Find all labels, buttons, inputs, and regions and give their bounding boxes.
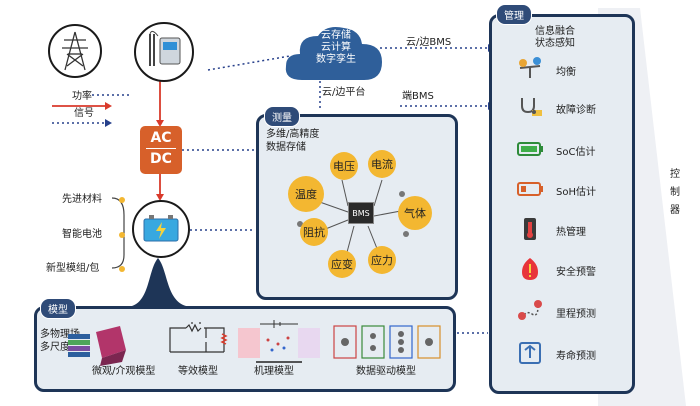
manage-item-label: SoC估计 xyxy=(556,147,596,158)
node-resistance: 阻抗 xyxy=(300,218,328,246)
manage-item-label: 安全预警 xyxy=(556,267,596,278)
legend-power-label: 功率 xyxy=(72,91,92,102)
cloud-line: 数字孪生 xyxy=(316,54,356,65)
material-dot xyxy=(119,266,125,272)
cloud-edge-bms-label: 云/边BMS xyxy=(406,37,452,48)
manage-item-label: 热管理 xyxy=(556,227,586,238)
manage-item-safety: 安全预警 xyxy=(516,256,626,282)
power-tower-circle xyxy=(48,24,102,78)
acdc-bottom-label: DC xyxy=(150,151,172,167)
manage-item-thermal: 热管理 xyxy=(516,216,626,242)
legend-power-line xyxy=(52,102,112,110)
material-smart-battery: 智能电池 xyxy=(62,229,102,240)
node-temperature: 温度 xyxy=(288,176,324,212)
measurement-title-line: 数据存储 xyxy=(266,142,306,153)
node-stress: 应力 xyxy=(368,246,396,274)
cloud-text: 云存储 云计算 数字孪生 xyxy=(308,30,364,66)
measurement-title-line: 多维/高精度 xyxy=(266,129,320,140)
controller-char: 制 xyxy=(670,187,680,198)
measurement-tag: 测量 xyxy=(264,106,300,127)
manage-item-lifespan: 寿命预测 xyxy=(516,340,626,366)
management-header-line: 状态感知 xyxy=(535,38,575,49)
thermometer-icon xyxy=(516,216,544,242)
battery-circle xyxy=(132,200,190,258)
model-multiphysics-line: 多尺度 xyxy=(40,342,70,353)
balance-icon xyxy=(516,56,544,82)
measurement-title: 多维/高精度 数据存储 xyxy=(266,128,319,154)
charger-circle xyxy=(134,22,194,82)
node-voltage: 电压 xyxy=(330,152,358,180)
manage-item-soc: SoC估计 xyxy=(516,136,626,162)
manage-item-soh: SoH估计 xyxy=(516,176,626,202)
model-multiphysics-line: 多物理场 xyxy=(40,329,80,340)
material-dot xyxy=(119,197,125,203)
model-label-datadriven: 数据驱动模型 xyxy=(356,366,416,377)
model-label-mechanism: 机理模型 xyxy=(254,366,294,377)
material-dot xyxy=(119,232,125,238)
manage-item-label: 寿命预测 xyxy=(556,351,596,362)
manage-item-label: 均衡 xyxy=(556,67,576,78)
circuit-icon xyxy=(169,322,228,353)
lifespan-icon xyxy=(516,340,544,366)
cloud-line: 云计算 xyxy=(321,42,351,53)
end-bms-label: 端BMS xyxy=(402,91,434,102)
warning-icon xyxy=(516,256,544,282)
route-icon xyxy=(516,298,544,324)
management-header: 信息融合 状态感知 xyxy=(520,26,590,50)
data-driven-icon xyxy=(333,325,441,359)
battery-icon xyxy=(143,215,179,242)
manage-item-balance: 均衡 xyxy=(516,56,626,82)
management-header-line: 信息融合 xyxy=(535,26,575,37)
model-label-micro: 微观/介观模型 xyxy=(92,366,156,377)
model-multiphysics: 多物理场 多尺度 xyxy=(40,328,80,354)
controller-char: 器 xyxy=(670,205,680,216)
cloud-edge-platform-label: 云/边平台 xyxy=(322,87,366,98)
manage-item-label: SoH估计 xyxy=(556,187,596,198)
legend-signal-line xyxy=(52,119,112,127)
node-gas: 气体 xyxy=(398,196,432,230)
manage-item-label: 故障诊断 xyxy=(556,105,596,116)
cloud-line: 云存储 xyxy=(321,30,351,41)
node-current: 电流 xyxy=(368,150,396,178)
microstructure-icon xyxy=(68,326,126,366)
acdc-top-label: AC xyxy=(150,130,172,146)
controller-char: 控 xyxy=(670,169,680,180)
cloud-shape xyxy=(285,27,382,80)
model-tag: 模型 xyxy=(40,298,76,319)
bms-chip: BMS xyxy=(348,202,374,224)
node-strain: 应变 xyxy=(328,250,356,278)
management-tag: 管理 xyxy=(496,4,532,25)
manage-item-range: 里程预测 xyxy=(516,298,626,324)
manage-item-label: 里程预测 xyxy=(556,309,596,320)
stethoscope-icon xyxy=(516,94,544,120)
low-battery-icon xyxy=(516,176,544,202)
mechanism-icon xyxy=(238,320,320,363)
legend-signal-label: 信号 xyxy=(74,108,94,119)
controller-label: 控 制 器 xyxy=(668,166,682,220)
model-label-equivalent: 等效模型 xyxy=(178,366,218,377)
management-panel xyxy=(489,14,635,394)
material-module-pack: 新型模组/包 xyxy=(46,263,100,274)
material-advanced: 先进材料 xyxy=(62,194,102,205)
power-tower-icon xyxy=(62,31,88,71)
manage-item-fault: 故障诊断 xyxy=(516,94,626,120)
full-battery-icon xyxy=(516,136,544,162)
charger-icon xyxy=(149,30,181,66)
acdc-converter: AC DC xyxy=(140,126,182,174)
